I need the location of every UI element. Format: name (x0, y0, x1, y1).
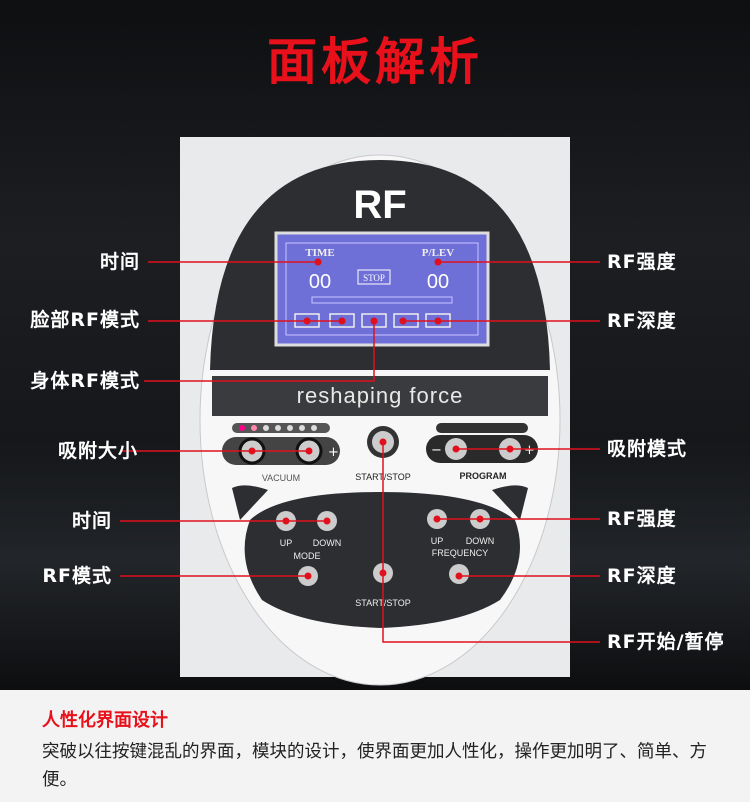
lcd-progress-bar (311, 296, 453, 304)
callout-time-buttons: 时间 (71, 510, 112, 532)
lcd-stop-label: STOP (363, 273, 385, 283)
program-plus-sign: + (524, 443, 535, 458)
device-logo: RF (353, 183, 406, 227)
frequency-up-label: UP (431, 536, 444, 546)
callout-rf-start-pause: RF开始/暂停 (607, 631, 725, 653)
program-minus-sign: − (431, 443, 442, 458)
callout-face-rf-mode: 脸部RF模式 (30, 309, 140, 331)
lcd-stop-box (357, 269, 391, 285)
callout-dots (248, 258, 514, 580)
frequency-down-label: DOWN (466, 536, 495, 546)
lcd-time-label: TIME (305, 247, 334, 259)
lcd-time-value: 00 (309, 271, 331, 293)
callout-rf-intensity: RF强度 (607, 251, 677, 273)
callout-body-rf-mode: 身体RF模式 (30, 370, 140, 392)
callout-time: 时间 (99, 251, 140, 273)
description-body: 突破以往按键混乱的界面，模块的设计，使界面更加人性化，操作更加明了、简单、方便。 (42, 742, 707, 790)
lcd-level-label: P/LEV (422, 247, 454, 259)
callout-rf-mode: RF模式 (42, 565, 112, 587)
mode-label: MODE (294, 551, 321, 561)
callout-rf-intensity-buttons: RF强度 (607, 508, 677, 530)
frequency-label: FREQUENCY (432, 548, 489, 558)
callout-suction-mode: 吸附模式 (607, 438, 688, 460)
callout-suction-level: 吸附大小 (57, 440, 138, 462)
program-level-leds (436, 423, 528, 433)
time-up-label: UP (280, 538, 293, 548)
device-illustration: RF TIME 00 STOP P/LEV 00 reshaping force… (120, 137, 600, 686)
page-title: 面板解析 (267, 33, 483, 91)
callout-rf-depth: RF深度 (607, 310, 677, 332)
lcd-level-value: 00 (427, 271, 449, 293)
callout-rf-depth-button: RF深度 (607, 565, 677, 587)
description-panel: 人性化界面设计 突破以往按键混乱的界面，模块的设计，使界面更加人性化，操作更加明… (0, 690, 750, 802)
program-label: PROGRAM (460, 471, 507, 481)
vacuum-plus-sign: + (328, 445, 339, 460)
time-down-label: DOWN (313, 538, 342, 548)
vacuum-label: VACUUM (262, 473, 300, 483)
brand-strip (212, 376, 548, 416)
description-heading: 人性化界面设计 (42, 710, 168, 731)
brand-text: reshaping force (297, 383, 464, 408)
